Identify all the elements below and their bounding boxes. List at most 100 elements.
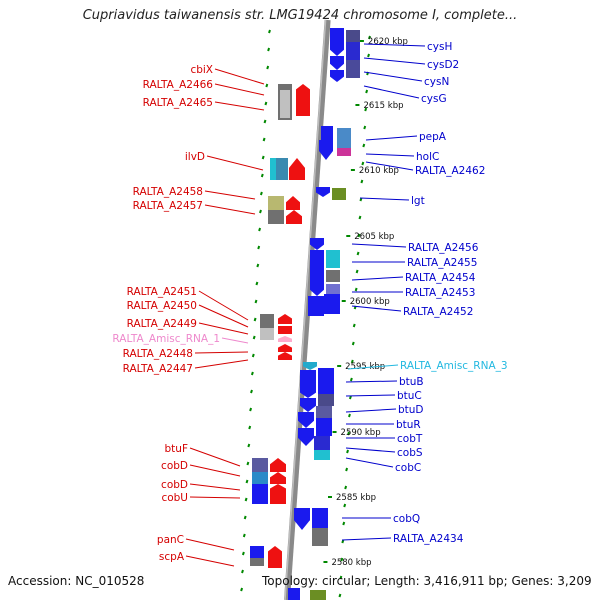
- leader-line: [198, 304, 249, 328]
- tick-mark: [245, 479, 249, 484]
- gene-label-left: cobU: [161, 492, 188, 504]
- leader-line: [345, 447, 396, 453]
- gene-block: [314, 450, 330, 460]
- tick-mark: [240, 587, 244, 592]
- gene-block: [268, 558, 282, 568]
- tick-mark: [368, 35, 371, 40]
- leader-line: [351, 243, 407, 248]
- gene-label-right: lgt: [411, 195, 425, 207]
- gene-label-right: btuD: [398, 404, 424, 416]
- tick-mark: [356, 251, 360, 256]
- gene-label-right: RALTA_A2453: [405, 287, 475, 299]
- tick-mark: [351, 341, 355, 346]
- gene-arrow-forward: [286, 210, 302, 224]
- tick-mark: [350, 359, 354, 364]
- coordinate-label: 2610 kbp: [359, 166, 399, 176]
- gene-arrow-forward: [289, 158, 305, 180]
- leader-line: [363, 85, 420, 99]
- gene-label-right: btuC: [397, 390, 422, 402]
- tick-mark: [250, 371, 254, 376]
- tick-mark: [252, 335, 256, 340]
- tick-mark: [340, 557, 344, 562]
- leader-line: [198, 290, 249, 321]
- gene-block: [310, 590, 326, 600]
- gene-label-right: holC: [416, 151, 439, 163]
- tick-mark: [362, 143, 366, 148]
- gene-label-left: cobD: [161, 479, 188, 491]
- gene-label-right: RALTA_A2434: [393, 533, 464, 545]
- tick-mark: [242, 533, 246, 538]
- tick-mark: [363, 125, 367, 130]
- tick-mark: [358, 215, 362, 220]
- gene-arrow-forward: [296, 84, 310, 96]
- leader-line: [204, 204, 256, 215]
- gene-arrow-forward: [270, 458, 286, 472]
- gene-label-right: btuB: [399, 376, 424, 388]
- tick-mark: [361, 161, 365, 166]
- gene-block: [346, 42, 360, 60]
- gene-label-left: scpA: [159, 551, 185, 563]
- gene-block: [332, 188, 346, 200]
- tick-mark: [257, 245, 261, 250]
- tick-mark: [249, 407, 253, 412]
- gene-block: [252, 472, 268, 484]
- tick-mark: [263, 119, 267, 124]
- gene-arrow-forward: [270, 472, 286, 484]
- tick-mark: [253, 317, 257, 322]
- gene-arrow-forward: [278, 352, 292, 360]
- gene-arrow-reverse: [298, 412, 314, 428]
- gene-arrow-reverse: [316, 187, 330, 197]
- gene-label-left: ilvD: [185, 151, 205, 163]
- gene-label-right: cysG: [421, 93, 447, 105]
- gene-label-left: RALTA_A2451: [127, 286, 197, 298]
- leader-line: [347, 364, 399, 370]
- gene-label-right: cobQ: [393, 513, 420, 525]
- gene-label-right: cobS: [397, 447, 423, 459]
- gene-label-left: btuF: [165, 443, 188, 455]
- tick-mark: [264, 101, 268, 106]
- gene-arrow-reverse: [300, 386, 316, 398]
- gene-block: [316, 406, 332, 418]
- coordinate-label: 2585 kbp: [336, 493, 376, 503]
- gene-label-right: RALTA_Amisc_RNA_3: [400, 360, 508, 372]
- tick-mark: [261, 155, 265, 160]
- gene-block: [252, 458, 268, 472]
- gene-block: [260, 314, 274, 328]
- gene-label-right: cobT: [397, 433, 423, 445]
- gene-label-left: RALTA_Amisc_RNA_1: [112, 333, 220, 345]
- tick-mark: [251, 353, 255, 358]
- leader-line: [189, 496, 241, 499]
- gene-label-right: pepA: [419, 131, 447, 143]
- tick-mark: [348, 395, 352, 400]
- tick-mark: [246, 461, 250, 466]
- tick-mark: [357, 233, 361, 238]
- gene-block: [326, 284, 340, 294]
- leader-line: [345, 408, 397, 413]
- leader-line: [194, 351, 249, 354]
- gene-label-right: cysN: [424, 76, 449, 88]
- tick-mark: [365, 89, 369, 94]
- gene-label-left: RALTA_A2457: [133, 200, 203, 212]
- coordinate-label: 2620 kbp: [368, 37, 408, 47]
- gene-block: [276, 158, 288, 180]
- gene-label-left: RALTA_A2448: [123, 348, 193, 360]
- tick-mark: [268, 29, 271, 34]
- leader-line: [185, 538, 235, 551]
- coordinate-label: 2600 kbp: [350, 297, 390, 307]
- gene-block: [260, 328, 274, 340]
- leader-line: [185, 555, 235, 567]
- coordinate-label: 2580 kbp: [331, 558, 371, 568]
- gene-label-left: RALTA_A2447: [123, 363, 193, 375]
- gene-arrow-reverse: [310, 282, 324, 296]
- tick-mark: [344, 485, 348, 490]
- leader-line: [363, 71, 423, 82]
- gene-label-right: cysH: [427, 41, 452, 53]
- gene-labels: cbiXRALTA_A2466RALTA_A2465ilvDRALTA_A245…: [112, 41, 507, 563]
- gene-label-left: cbiX: [190, 64, 213, 76]
- gene-block: [310, 268, 324, 282]
- dotted-guide-lines: [240, 29, 371, 598]
- label-leader-lines: [185, 43, 426, 567]
- gene-arrow-reverse: [294, 508, 310, 530]
- gene-block: [288, 588, 300, 600]
